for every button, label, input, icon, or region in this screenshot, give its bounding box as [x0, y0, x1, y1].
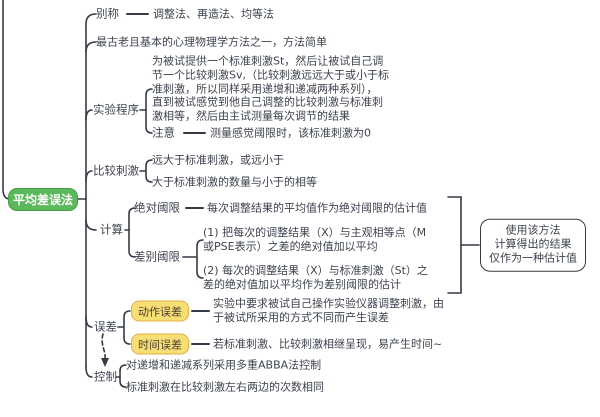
parent-link-line: [2, 0, 11, 200]
branch-label-errors[interactable]: 误差: [94, 319, 117, 334]
control-item[interactable]: 标准刺激在比较刺激左右两边的次数相同: [126, 380, 324, 394]
difference-method-2[interactable]: (2) 每次的调整结果（X）与标准刺激（St）之 差的绝对值加以平均作为差别阈限…: [203, 264, 428, 292]
difference-method-1-line: (1) 把每次的调整结果（X）与主观相等点（M: [203, 226, 427, 240]
procedure-paragraph-line: 准刺激，所以同样采用递增和递减两种系列），: [152, 82, 378, 96]
difference-method-2-line: (2) 每次的调整结果（X）与标准刺激（St）之: [203, 264, 428, 278]
absolute-threshold-value[interactable]: 每次调整结果的平均值作为绝对阈限的估计值: [207, 201, 427, 215]
arrowhead-icon: [101, 358, 109, 367]
motor-error-line: 于被试所采用的方式不同而产生误差: [213, 311, 389, 324]
branch-label-alias[interactable]: 别称: [96, 6, 119, 21]
note-value[interactable]: 测量感觉阈限时，该标准刺激为0: [210, 126, 371, 140]
motor-error-line: 实验中要求被试自己操作实验仪器调整刺激，由: [213, 297, 444, 311]
difference-method-1[interactable]: (1) 把每次的调整结果（X）与主观相等点（M 或PSE表示）之差的绝对值加以平…: [203, 226, 426, 254]
annotation-bracket: [447, 196, 480, 294]
bracket-calculation: [124, 207, 136, 258]
branch-label-control[interactable]: 控制: [94, 369, 117, 384]
annotation-line: 仅作为一种估计值: [489, 252, 577, 266]
procedure-paragraph-line: 直到被试感觉到他自己调整的比较刺激与标准刺: [152, 95, 383, 109]
control-item[interactable]: 对递增和递减系列采用多重ABBA法控制: [126, 358, 322, 372]
branch-label-comparison[interactable]: 比较刺激: [93, 163, 139, 178]
procedure-paragraph-line: 节一个比较刺激Sv,（比较刺激远远大于或小于标: [152, 68, 389, 82]
difference-method-1-line: 或PSE表示）之差的绝对值加以平均: [203, 240, 378, 253]
comparison-item[interactable]: 大于标准刺激的数量与小于的相等: [152, 175, 317, 189]
bracket-errors: [117, 310, 131, 345]
procedure-paragraph-line: 为被试提供一个标准刺激St，然后让被试自己调: [152, 54, 384, 68]
annotation-line: 使用该方法: [505, 223, 561, 237]
errors-to-control-arrow: [101, 333, 109, 367]
difference-method-2-line: 差的绝对值加以平均作为差别阈限的估计: [203, 278, 401, 291]
difference-threshold-label[interactable]: 差别阈限: [134, 249, 180, 264]
absolute-threshold-label[interactable]: 绝对阈限: [134, 200, 180, 215]
alias-value[interactable]: 调整法、再造法、均等法: [153, 7, 274, 21]
bracket-procedure: [139, 88, 153, 134]
annotation-line: 计算得出的结果: [494, 237, 572, 251]
root-node[interactable]: 平均差误法: [8, 188, 78, 211]
spine-line: [77, 13, 97, 378]
motor-error-text[interactable]: 实验中要求被试自己操作实验仪器调整刺激，由 于被试所采用的方式不同而产生误差: [213, 297, 444, 325]
calculation-annotation-box[interactable]: 使用该方法 计算得出的结果 仅作为一种估计值: [480, 218, 586, 272]
bracket-control: [115, 364, 127, 388]
comparison-item[interactable]: 远大于标准刺激，或远小于: [152, 153, 284, 167]
motor-error-badge[interactable]: 动作误差: [131, 300, 189, 322]
note-label[interactable]: 注意: [152, 125, 175, 140]
bracket-comparison: [139, 159, 153, 183]
branch-label-procedure[interactable]: 实验程序: [93, 102, 139, 117]
dash-connectors: [126, 13, 210, 345]
procedure-paragraph-line: 激相等，然后由主试测量每次调节的结果: [152, 109, 350, 123]
branch-intro[interactable]: 最古老且基本的心理物理学方法之一，方法简单: [96, 35, 327, 49]
bracket-difference-threshold: [182, 239, 204, 279]
procedure-paragraph[interactable]: 为被试提供一个标准刺激St，然后让被试自己调 节一个比较刺激Sv,（比较刺激远远…: [152, 55, 389, 124]
time-error-badge[interactable]: 时间误差: [131, 333, 189, 355]
branch-label-calculation[interactable]: 计算: [100, 222, 123, 237]
time-error-text[interactable]: 若标准刺激、比较刺激相继呈现，易产生时间~: [213, 337, 443, 351]
